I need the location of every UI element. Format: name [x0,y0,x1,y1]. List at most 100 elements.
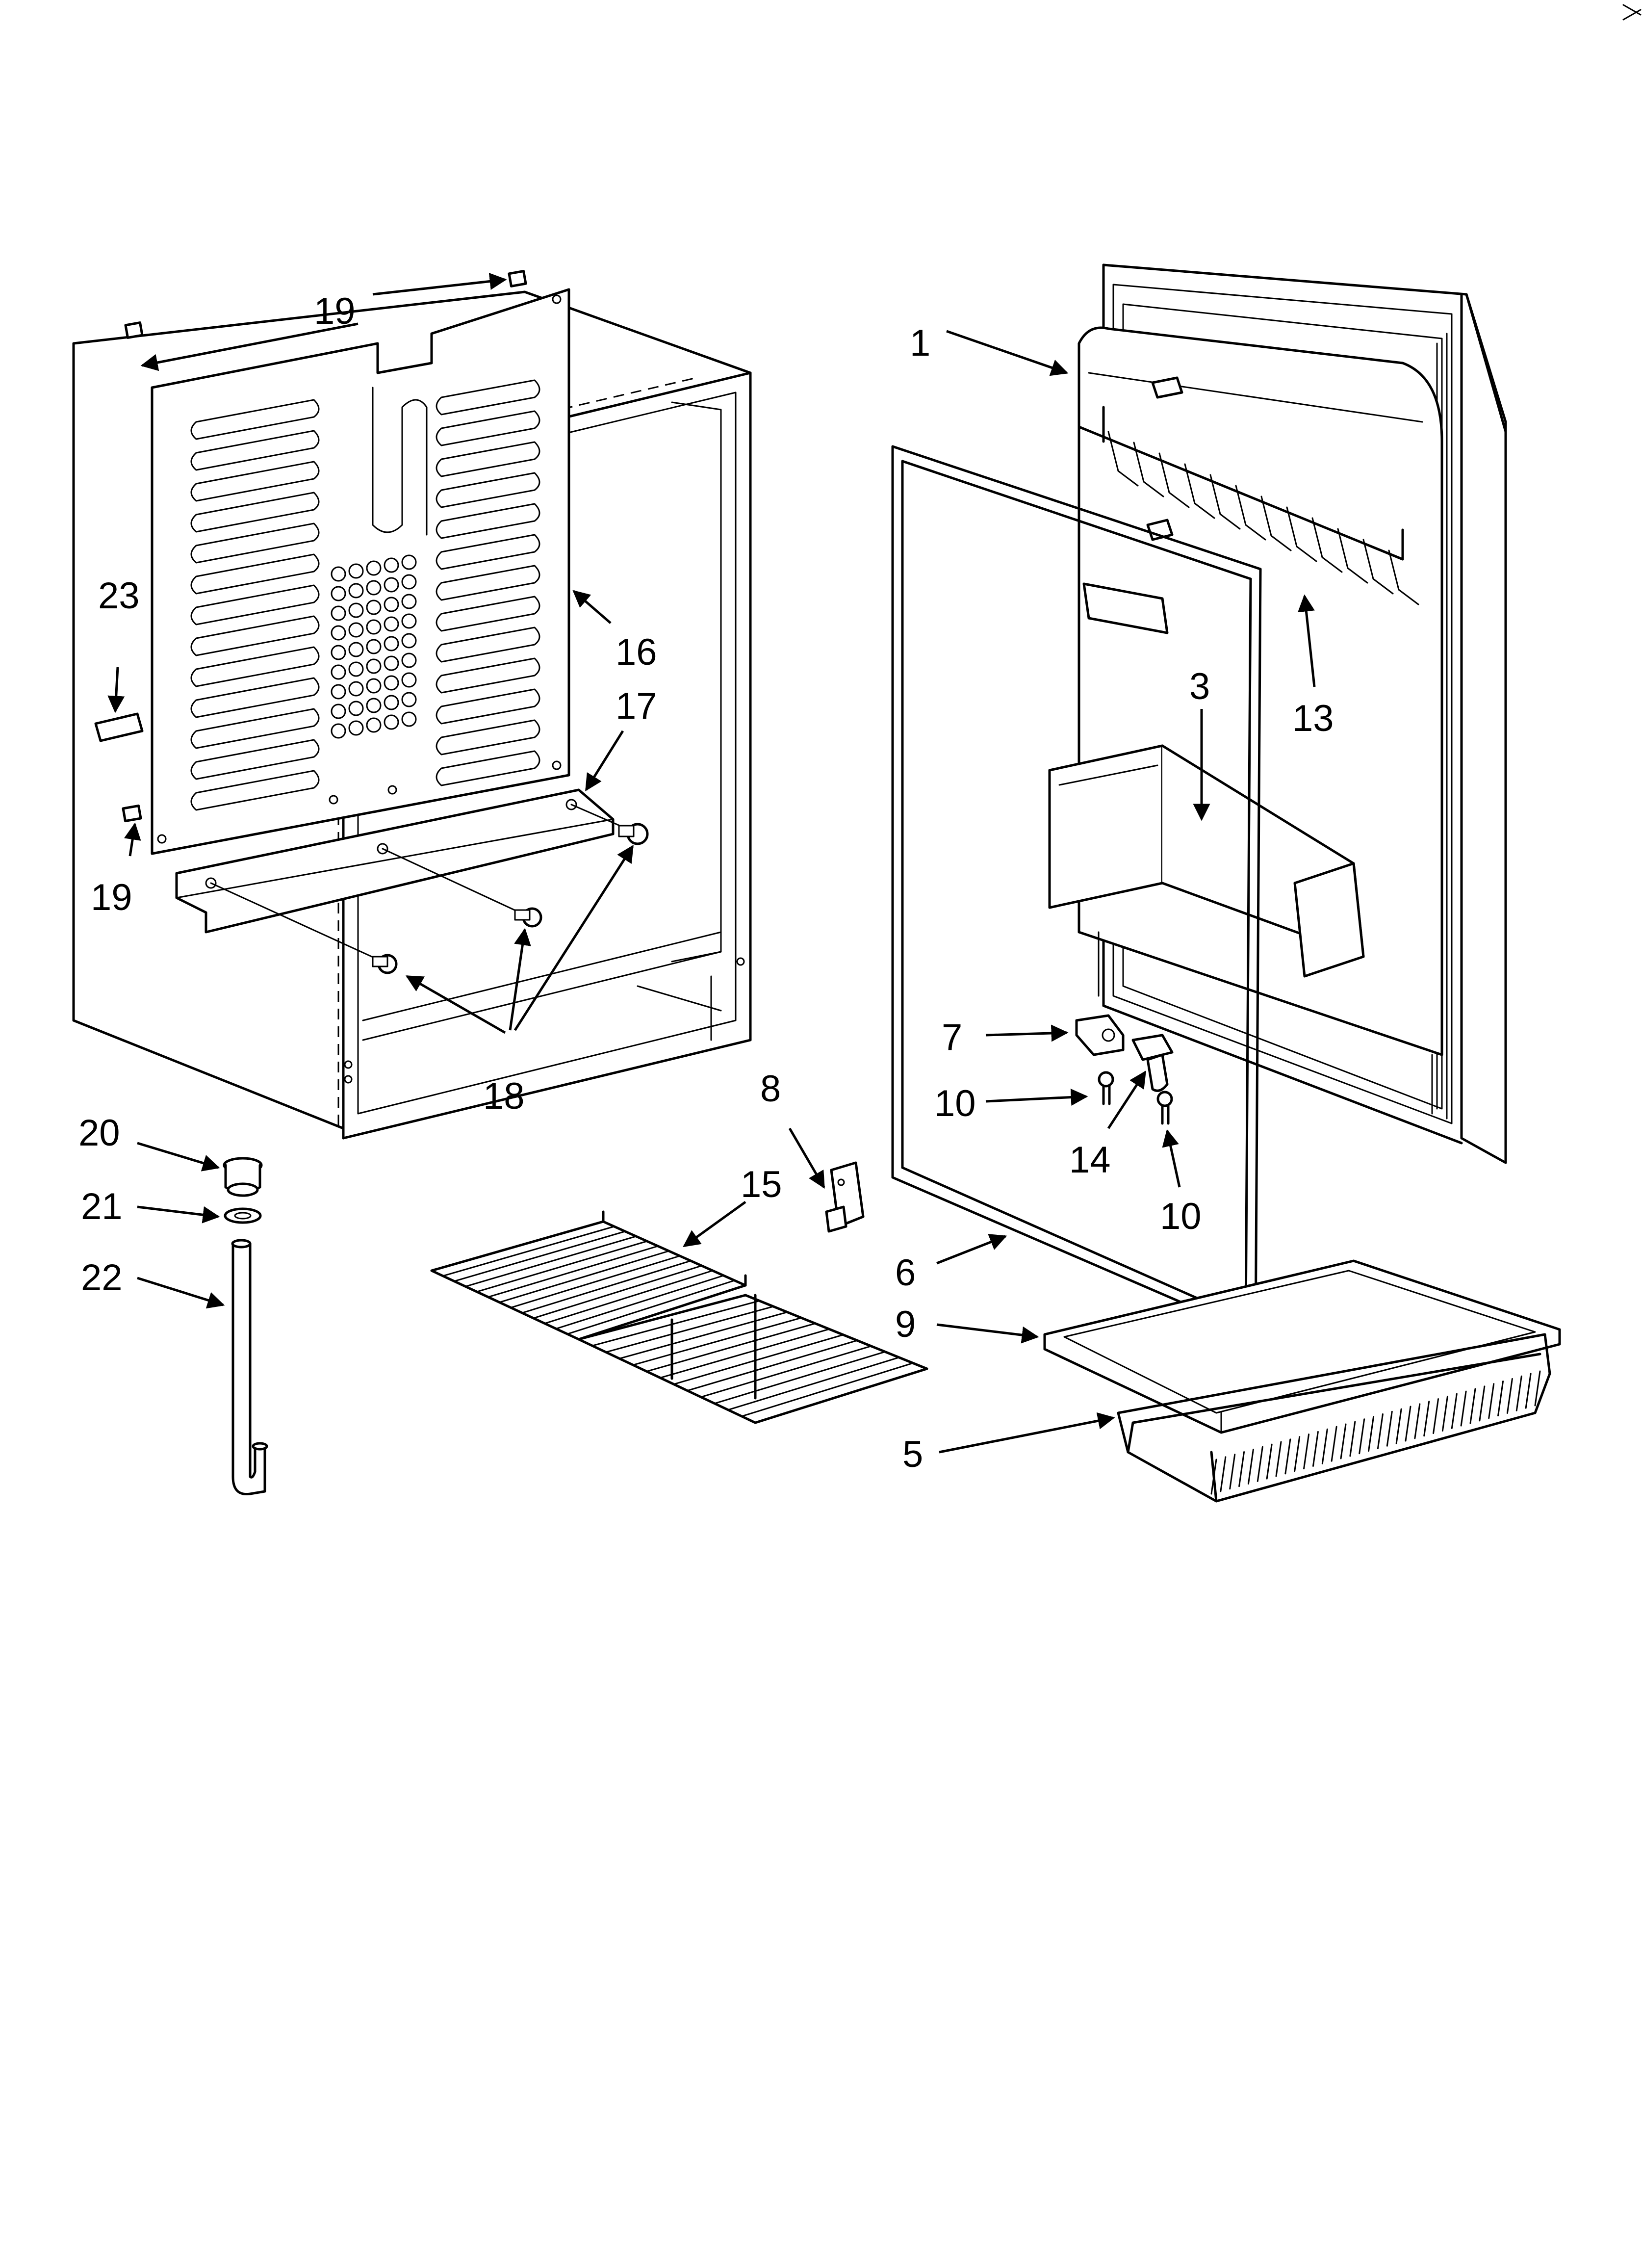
coil-right [436,657,540,694]
corner-mark [1622,4,1642,21]
basket-rod [1433,1398,1439,1434]
basket-rod [1247,1448,1254,1485]
plate-dimple [366,639,382,654]
coil-right [436,410,540,446]
plate-dimple [331,586,346,601]
coil-right [436,472,540,508]
shelf-rod [673,1334,844,1385]
shelf-rod [741,1362,914,1417]
basket-rod [1441,1395,1448,1432]
shelf-rod [431,1221,604,1272]
plate-dimple [366,580,382,596]
basket-rod [1423,1401,1430,1437]
basket-rod [1515,1375,1522,1411]
rack-wire [1388,549,1419,605]
basket-rod [1210,1459,1217,1495]
plate-dimple [331,664,346,680]
basket-rod [1359,1418,1365,1455]
callout-8: 8 [760,1068,781,1110]
basket-rod [1238,1451,1245,1487]
callout-9: 9 [895,1303,916,1345]
plate-dimple [366,560,382,576]
callout-10-right: 10 [1160,1196,1202,1237]
basket-rod [1451,1393,1458,1429]
shelf-rod [714,1351,886,1405]
shelf-rod [498,1250,670,1303]
basket-rod [1497,1381,1504,1417]
basket-rod [1506,1378,1513,1414]
plate-dimple [348,563,364,579]
shelf-rod [754,1368,928,1424]
rack-wire [1209,474,1241,530]
coil-left [190,770,320,811]
coil-left [190,677,320,718]
plate-dimple [384,616,399,632]
plate-dimple [366,698,382,713]
plate-dimple [366,717,382,733]
callout-16: 16 [616,631,657,673]
hinge-14 [1131,1034,1174,1092]
shelf-rod [555,1275,724,1330]
plug-19-top-left [124,321,144,339]
basket-rod [1488,1383,1495,1419]
plate-dimple [401,613,417,629]
plate-dimple [384,695,399,710]
basket-rod [1395,1408,1402,1444]
coil-left [190,708,320,749]
rack-wire [1133,442,1164,497]
basket-rod [1303,1434,1310,1470]
callout-23: 23 [98,575,140,617]
plate-dimple [331,605,346,621]
screw-18a [210,882,398,974]
rack-wire [1260,495,1292,551]
callout-13: 13 [1292,698,1334,739]
drip-tray [1043,1259,1561,1434]
shelf-rod [578,1284,746,1340]
rack-wire [1158,452,1190,508]
coil-left [190,492,320,533]
callout-6: 6 [895,1252,916,1294]
plug-19-left [122,804,142,823]
plate-dimple [384,597,399,612]
shelf-rod [544,1270,714,1325]
basket-rod [1405,1406,1411,1442]
hinge-bracket-8 [825,1161,865,1233]
plate-dimple [401,652,417,668]
coil-right [436,750,540,786]
coil-right [436,719,540,756]
basket-rod [1377,1413,1384,1449]
plate-dimple [366,658,382,674]
plate-dimple [401,554,417,570]
shelf-rod [700,1345,872,1398]
callout-19-top: 19 [314,290,356,332]
basket-rod [1368,1416,1375,1452]
callout-3: 3 [1189,666,1210,707]
coil-left [190,615,320,656]
drain-cap [223,1157,263,1197]
crisper-basket [1117,1333,1551,1503]
shelf-rod [687,1339,858,1392]
basket-rod [1275,1441,1282,1477]
shelf-rod [578,1294,746,1340]
basket-rod [1414,1403,1421,1439]
coil-right [436,503,540,539]
basket-rod [1525,1373,1532,1409]
rack-wire [1337,528,1368,584]
hinge-7 [1075,1014,1125,1056]
shelf-rod [453,1230,626,1282]
basket-rod [1312,1431,1319,1467]
basket-rod [1229,1454,1236,1490]
coil-left [190,646,320,687]
basket-rod [1257,1446,1263,1482]
plate-dimple [331,704,346,719]
plate-dimple [401,672,417,688]
plate-dimple [348,681,364,697]
screw-10b [1156,1091,1173,1125]
plate-dimple [401,574,417,590]
basket-rod [1386,1410,1393,1447]
shelf-rod [533,1265,703,1319]
shelf-rod [487,1245,659,1298]
shelf-rod [566,1279,736,1335]
basket-rod [1460,1390,1467,1427]
